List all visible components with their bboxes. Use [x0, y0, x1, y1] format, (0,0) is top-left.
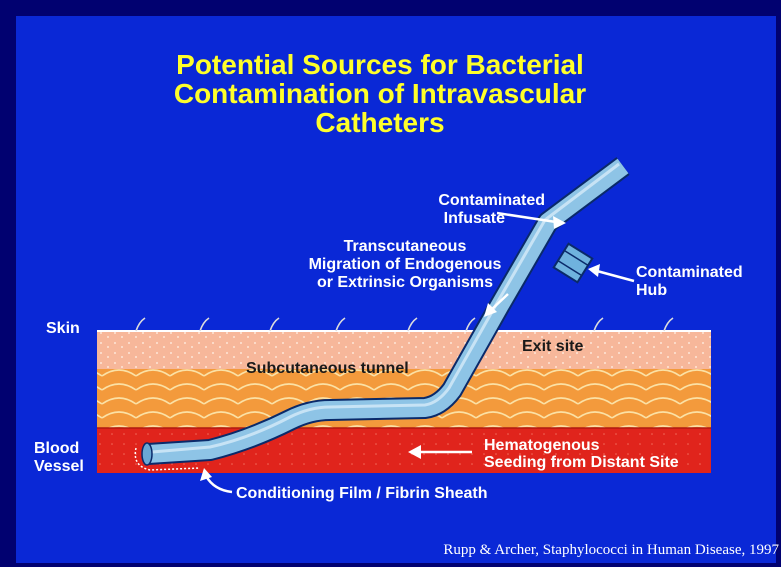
label-hub-line-2: Hub [636, 282, 743, 300]
label-subcutaneous-tunnel: Subcutaneous tunnel [246, 360, 409, 378]
label-infusate-line-1: Contaminated [405, 192, 545, 210]
label-hematogenous-line-2: Seeding from Distant Site [484, 454, 679, 471]
label-contaminated-infusate: Contaminated Infusate [405, 192, 545, 228]
citation: Rupp & Archer, Staphylococci in Human Di… [443, 542, 779, 559]
catheter-hub [554, 244, 593, 283]
label-vessel-line-1: Blood [34, 440, 84, 458]
label-infusate-line-2: Infusate [405, 210, 505, 228]
label-hematogenous-seeding: Hematogenous Seeding from Distant Site [484, 437, 679, 471]
label-transcutaneous-migration: Transcutaneous Migration of Endogenous o… [280, 238, 530, 292]
catheter-tip [142, 443, 152, 465]
label-contaminated-hub: Contaminated Hub [636, 264, 743, 300]
label-vessel-line-2: Vessel [34, 458, 84, 476]
skin-hairs [136, 318, 673, 331]
label-migration-line-2: Migration of Endogenous [280, 256, 530, 274]
label-skin: Skin [46, 320, 80, 338]
label-migration-line-3: or Extrinsic Organisms [280, 274, 530, 292]
label-blood-vessel: Blood Vessel [34, 440, 84, 476]
label-hub-line-1: Contaminated [636, 264, 743, 282]
label-conditioning-film: Conditioning Film / Fibrin Sheath [236, 485, 488, 503]
label-migration-line-1: Transcutaneous [280, 238, 530, 256]
label-exit-site: Exit site [522, 338, 583, 356]
label-hematogenous-line-1: Hematogenous [484, 437, 679, 454]
